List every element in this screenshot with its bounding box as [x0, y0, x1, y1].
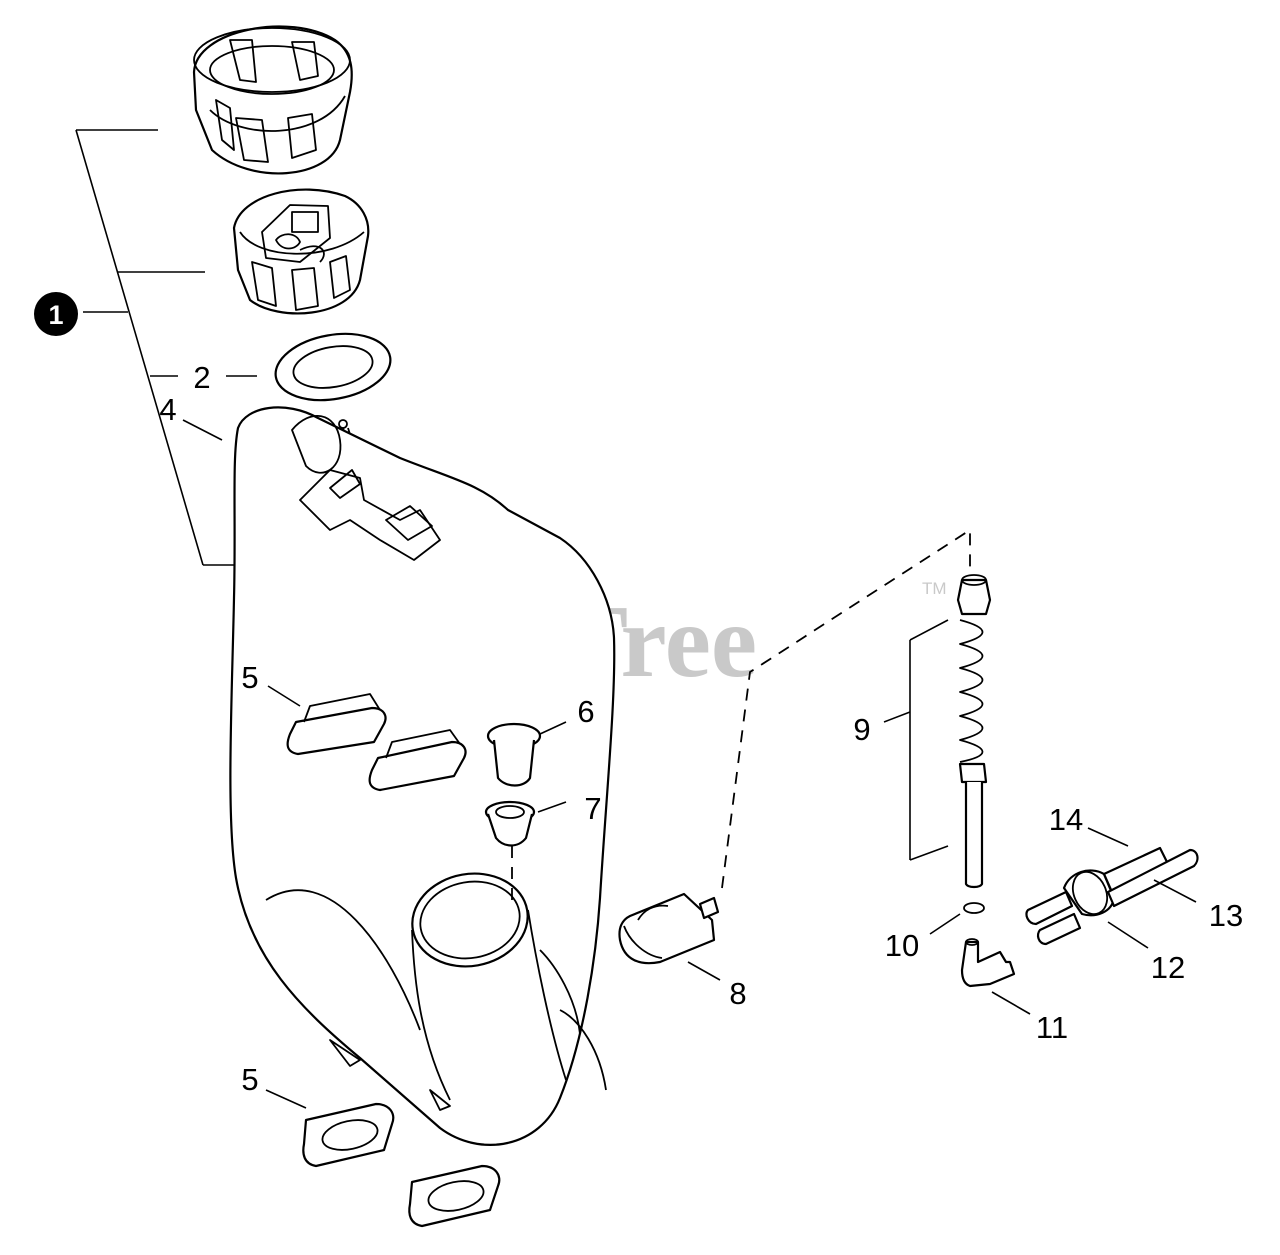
cap-guard-part	[192, 25, 353, 175]
label-4: 4	[159, 392, 176, 427]
label-2: 2	[193, 360, 210, 395]
fuel-cap-part	[232, 188, 370, 315]
grommet-bottom-part-5: 5	[241, 1062, 501, 1228]
label-5-top: 5	[241, 660, 258, 695]
label-5-bottom: 5	[241, 1062, 258, 1097]
fuel-filter-part-8: 8	[618, 892, 747, 1011]
bracket-part-1	[75, 129, 235, 566]
label-14: 14	[1049, 802, 1083, 837]
fuel-line-routing	[721, 528, 971, 889]
label-13: 13	[1209, 898, 1243, 933]
label-6: 6	[577, 694, 594, 729]
callout-1: 1	[34, 292, 78, 336]
bushing-part-6: 6	[486, 694, 595, 787]
label-8: 8	[729, 976, 746, 1011]
grommet-part-7: 7	[484, 800, 567, 847]
watermark-tm: TM	[922, 579, 947, 598]
grommet-top-part-5: 5	[241, 660, 467, 792]
elbow-fitting-part-11: 11	[960, 938, 1068, 1045]
gasket-part-2: 2	[193, 332, 392, 402]
o-ring-part-10: 10	[885, 902, 985, 963]
label-10: 10	[885, 928, 919, 963]
label-9: 9	[853, 712, 870, 747]
fuel-hose-part-9: 9	[853, 574, 992, 889]
label-12: 12	[1151, 950, 1185, 985]
svg-text:1: 1	[48, 300, 63, 330]
label-11: 11	[1036, 1010, 1068, 1045]
vent-valve-assembly: 14 13 12	[1025, 802, 1243, 985]
label-7: 7	[584, 791, 601, 826]
